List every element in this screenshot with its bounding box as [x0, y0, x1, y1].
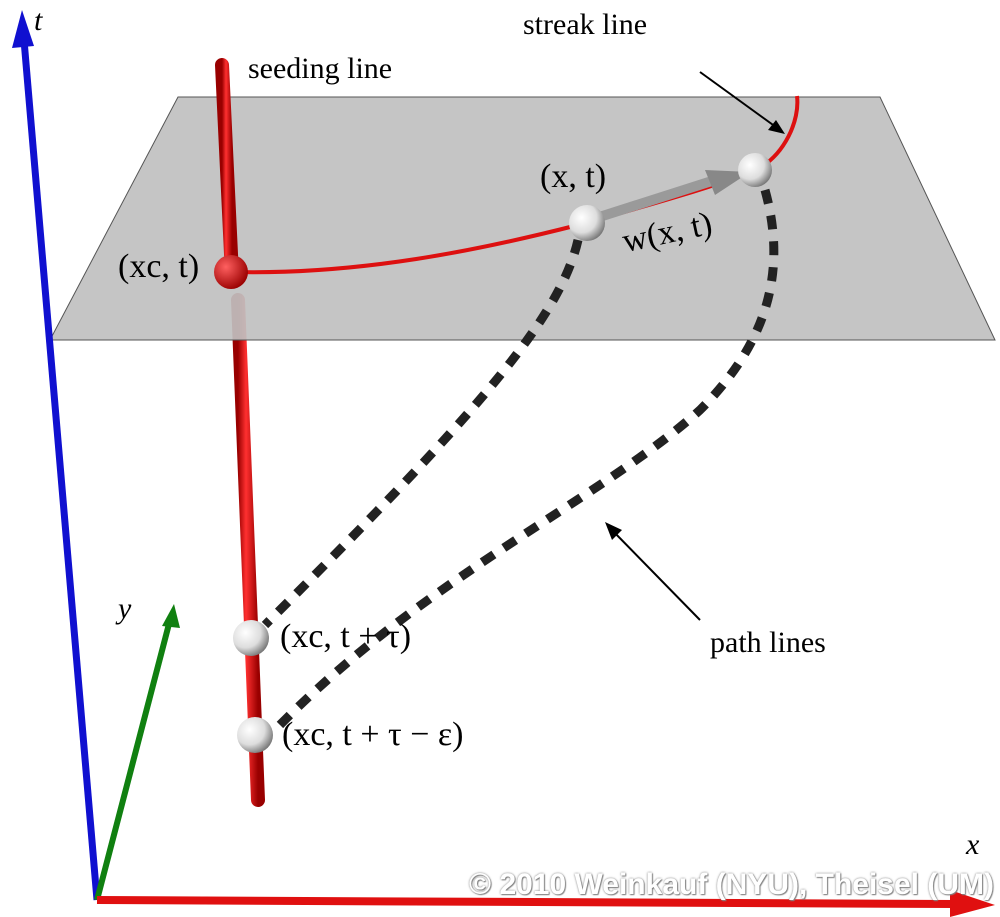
seeding-line-upper: [215, 58, 239, 282]
seeding-line-label: seeding line: [248, 52, 393, 85]
path-line-1: [261, 239, 583, 629]
w-vector-arrow: [588, 175, 717, 225]
path-pointer: [609, 527, 701, 621]
w-vector-arrowhead: [705, 170, 750, 195]
streak-line-label: streak line: [523, 8, 648, 41]
seeding-line-lower: [231, 293, 265, 807]
x-axis-arrowhead: [950, 890, 995, 917]
point-xc-t-tau-eps: [237, 717, 273, 753]
seed-point-red: [214, 255, 248, 289]
xc-t-tau-label: (xc, t + τ): [280, 618, 412, 655]
time-plane: [49, 96, 996, 341]
point-xc-t-tau: [233, 620, 269, 656]
copyright-watermark: © 2010 Weinkauf (NYU), Theisel (UM): [469, 868, 994, 901]
t-axis-label: t: [34, 4, 43, 37]
point-streak-end: [738, 153, 772, 187]
y-axis: [94, 619, 173, 901]
y-axis-label: y: [118, 592, 132, 625]
x-axis: [96, 896, 956, 908]
path-lines-label: path lines: [710, 626, 826, 659]
x-t-label: (x, t): [540, 158, 607, 195]
t-axis-arrowhead: [12, 10, 34, 48]
streak-pointer: [699, 71, 781, 131]
x-axis-label: x: [966, 828, 980, 861]
streak-pointer-head: [768, 120, 785, 134]
y-axis-arrowhead: [162, 604, 180, 628]
t-axis: [20, 39, 101, 901]
xc-t-label: (xc, t): [118, 248, 200, 285]
path-pointer-head: [605, 522, 622, 540]
xc-t-tau-eps-label: (xc, t + τ − ε): [282, 716, 464, 753]
path-line-2: [271, 188, 779, 734]
point-x-t: [569, 205, 605, 241]
